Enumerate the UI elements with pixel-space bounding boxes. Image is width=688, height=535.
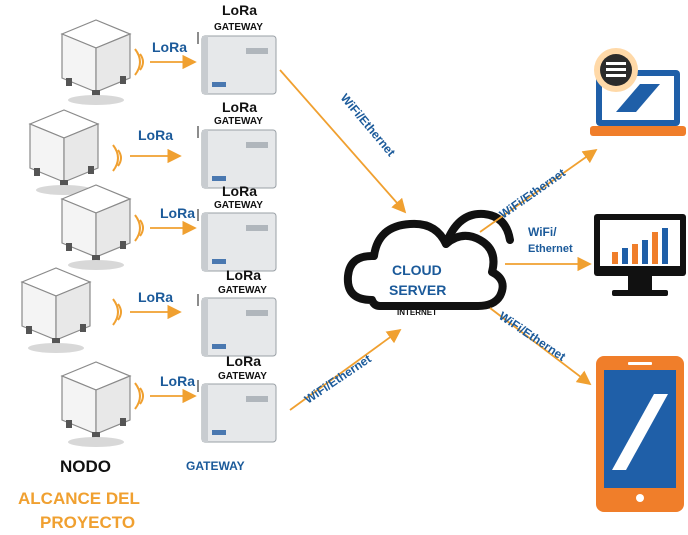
link-gateway-bottom-cloud <box>289 328 402 411</box>
node-3 <box>61 184 131 271</box>
gateway-title: LoRa <box>222 183 257 199</box>
legend-scope-line1: ALCANCE DEL <box>18 489 140 508</box>
legend-gateway: GATEWAY <box>186 459 245 473</box>
gateway-1: LoRa GATEWAY <box>197 2 277 95</box>
radio-wave-icon <box>134 214 144 242</box>
link-cloud-phone <box>489 307 592 386</box>
gateway-subtitle: GATEWAY <box>218 285 267 296</box>
gateway-5: LoRa GATEWAY <box>197 353 277 443</box>
cloud-server-icon <box>343 209 514 310</box>
gateway-title: LoRa <box>226 353 261 369</box>
link-label-laptop: WiFi/Ethernet <box>497 166 568 222</box>
monitor-icon <box>594 214 686 296</box>
gateway-title: LoRa <box>222 2 257 18</box>
node-5 <box>61 361 131 448</box>
lora-label-4: LoRa <box>138 289 173 305</box>
gateway-subtitle: GATEWAY <box>214 116 263 127</box>
node-4 <box>21 267 91 354</box>
lora-label-2: LoRa <box>138 127 173 143</box>
laptop-icon <box>590 48 686 136</box>
legend-nodo: NODO <box>60 457 111 476</box>
link-gateway-top-cloud <box>279 69 407 214</box>
gateway-subtitle: GATEWAY <box>218 371 267 382</box>
gateway-subtitle: GATEWAY <box>214 22 263 33</box>
link-label-monitor-line2: Ethernet <box>528 243 573 255</box>
radio-wave-icon <box>112 298 122 326</box>
link-label-phone: WiFi/Ethernet <box>496 309 568 364</box>
node-1 <box>61 19 131 106</box>
node-2 <box>29 109 99 196</box>
link-label-monitor-line1: WiFi/ <box>528 225 557 239</box>
gateway-subtitle: GATEWAY <box>214 200 263 211</box>
gateway-3: LoRa GATEWAY <box>197 183 277 272</box>
cloud-caption: INTERNET <box>397 308 437 317</box>
radio-wave-icon <box>112 144 122 172</box>
cloud-label-line2: SERVER <box>389 282 446 298</box>
link-label-gateway-top: WiFi/Ethernet <box>338 91 398 159</box>
phone-icon <box>596 356 684 512</box>
radio-wave-icon <box>134 48 144 76</box>
lora-label-1: LoRa <box>152 39 187 55</box>
radio-wave-icon <box>134 382 144 410</box>
lora-label-3: LoRa <box>160 205 195 221</box>
link-label-gateway-bottom: WiFi/Ethernet <box>302 352 374 407</box>
gateway-4: LoRa GATEWAY <box>197 267 277 357</box>
legend-scope-line2: PROYECTO <box>40 513 135 532</box>
gateway-title: LoRa <box>222 99 257 115</box>
link-cloud-laptop <box>479 148 598 233</box>
gateway-title: LoRa <box>226 267 261 283</box>
gateway-2: LoRa GATEWAY <box>197 99 277 189</box>
lora-label-5: LoRa <box>160 373 195 389</box>
cloud-label-line1: CLOUD <box>392 262 442 278</box>
